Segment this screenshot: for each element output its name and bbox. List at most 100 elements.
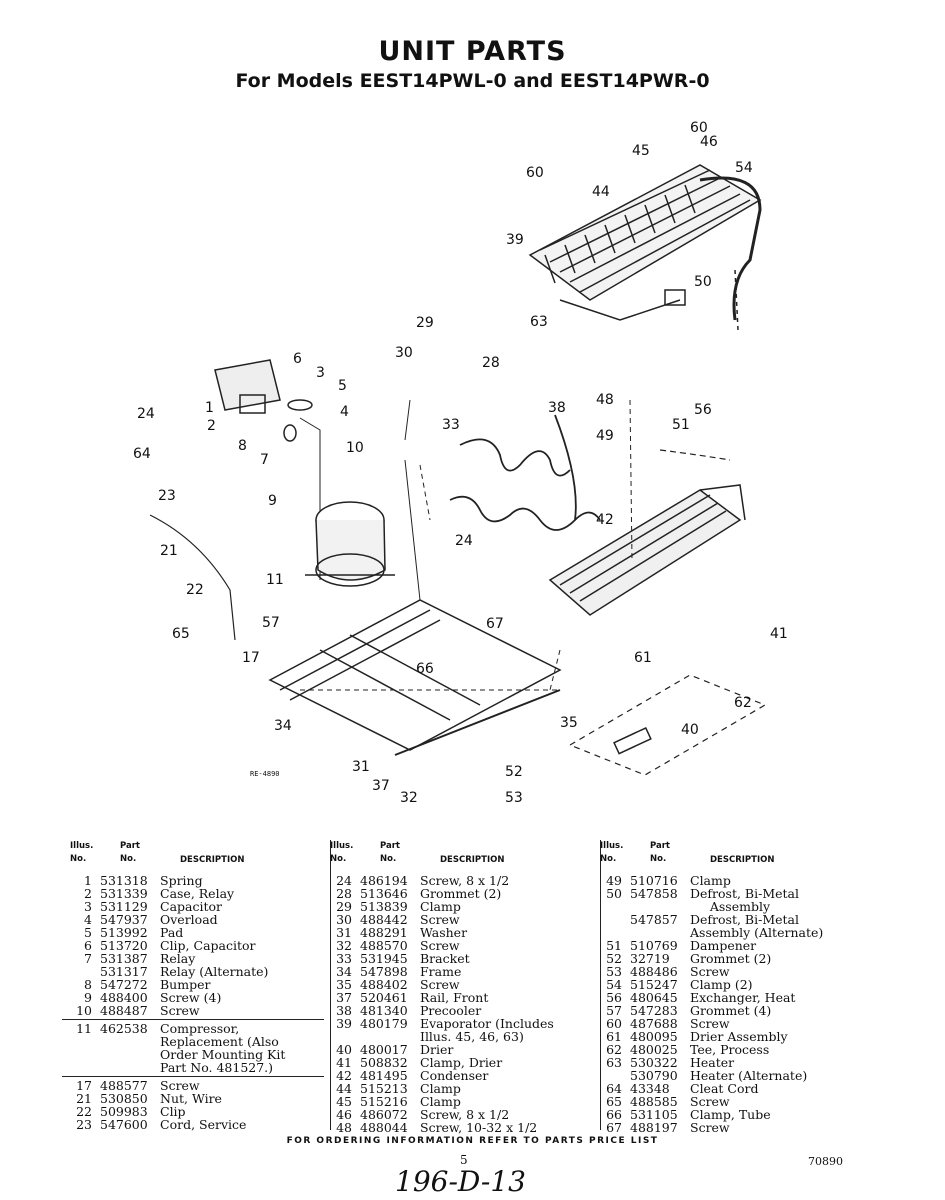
part-description: Capacitor bbox=[160, 899, 222, 914]
part-description: Screw, 10-32 x 1/2 bbox=[420, 1120, 538, 1135]
column-divider bbox=[330, 840, 331, 1130]
callout-65: 65 bbox=[172, 626, 190, 642]
part-number: 531945 bbox=[360, 951, 408, 966]
part-description: Case, Relay bbox=[160, 886, 235, 901]
part-number: 488291 bbox=[360, 925, 408, 940]
illus-number: 53 bbox=[606, 964, 622, 979]
ordering-note: FOR ORDERING INFORMATION REFER TO PARTS … bbox=[286, 1136, 659, 1146]
part-description: Screw bbox=[420, 938, 460, 953]
callout-51: 51 bbox=[672, 417, 690, 433]
part-number: 487688 bbox=[630, 1016, 678, 1031]
part-description: Relay (Alternate) bbox=[160, 964, 269, 979]
callout-40: 40 bbox=[681, 722, 699, 738]
callout-24b: 24 bbox=[455, 533, 473, 549]
page-title: UNIT PARTS bbox=[378, 36, 567, 67]
part-number: 480179 bbox=[360, 1016, 408, 1031]
callout-53: 53 bbox=[505, 790, 523, 806]
part-description: Grommet (2) bbox=[690, 951, 772, 966]
illus-number: 34 bbox=[336, 964, 352, 979]
callout-6: 6 bbox=[293, 351, 302, 367]
illus-number: 44 bbox=[336, 1081, 352, 1096]
illus-number: 1 bbox=[84, 873, 92, 888]
part-number: 488044 bbox=[360, 1120, 408, 1135]
callout-29: 29 bbox=[416, 315, 434, 331]
callout-9: 9 bbox=[268, 493, 277, 509]
table-header: Illus. No.Part No.DESCRIPTION bbox=[62, 838, 324, 874]
callout-54: 54 bbox=[735, 160, 753, 176]
part-number: 486194 bbox=[360, 873, 408, 888]
part-description: Exchanger, Heat bbox=[690, 990, 796, 1005]
callout-44: 44 bbox=[592, 184, 610, 200]
condenser-drawing bbox=[548, 484, 746, 616]
row-separator bbox=[62, 1019, 324, 1020]
part-description: Frame bbox=[420, 964, 462, 979]
illus-number: 22 bbox=[76, 1104, 92, 1119]
part-description: Screw bbox=[690, 1094, 730, 1109]
callout-37: 37 bbox=[372, 778, 390, 794]
callout-32: 32 bbox=[400, 790, 418, 806]
callout-11: 11 bbox=[266, 572, 284, 588]
part-number: 32719 bbox=[630, 951, 670, 966]
callout-63: 63 bbox=[530, 314, 548, 330]
part-number: 515216 bbox=[360, 1094, 408, 1109]
part-description: Drier bbox=[420, 1042, 454, 1057]
illus-number: 39 bbox=[336, 1016, 352, 1031]
part-description: Defrost, Bi-Metal Assembly bbox=[690, 886, 800, 914]
part-number: 480095 bbox=[630, 1029, 678, 1044]
illus-header: Illus. No. bbox=[70, 841, 94, 864]
callout-64: 64 bbox=[133, 446, 151, 462]
illus-number: 4 bbox=[84, 912, 92, 927]
part-number: 480025 bbox=[630, 1042, 678, 1057]
callout-38: 38 bbox=[548, 400, 566, 416]
illus-number: 28 bbox=[336, 886, 352, 901]
part-number: 531129 bbox=[100, 899, 148, 914]
callout-24a: 24 bbox=[137, 406, 155, 422]
part-number: 531318 bbox=[100, 873, 148, 888]
diagram-code: RE-4890 bbox=[250, 770, 280, 778]
part-number: 513839 bbox=[360, 899, 408, 914]
illus-number: 56 bbox=[606, 990, 622, 1005]
part-header: Part No. bbox=[650, 841, 670, 864]
illus-number: 11 bbox=[76, 1021, 92, 1036]
callout-46: 46 bbox=[700, 134, 718, 150]
callout-2: 2 bbox=[207, 418, 216, 434]
part-number: 547937 bbox=[100, 912, 148, 927]
illus-number: 32 bbox=[336, 938, 352, 953]
illus-number: 31 bbox=[336, 925, 352, 940]
part-description: Grommet (4) bbox=[690, 1003, 772, 1018]
callout-10: 10 bbox=[346, 440, 364, 456]
part-description: Precooler bbox=[420, 1003, 482, 1018]
part-number: 488402 bbox=[360, 977, 408, 992]
part-description: Clamp bbox=[420, 1081, 461, 1096]
illus-number: 21 bbox=[76, 1091, 92, 1106]
table-header: Illus. No.Part No.DESCRIPTION bbox=[592, 838, 852, 874]
illus-number: 54 bbox=[606, 977, 622, 992]
part-number: 481495 bbox=[360, 1068, 408, 1083]
illus-number: 63 bbox=[606, 1055, 622, 1070]
illus-number: 37 bbox=[336, 990, 352, 1005]
callout-23: 23 bbox=[158, 488, 176, 504]
part-number: 462538 bbox=[100, 1021, 148, 1036]
part-description: Clip, Capacitor bbox=[160, 938, 256, 953]
part-description: Screw bbox=[420, 912, 460, 927]
part-number: 513992 bbox=[100, 925, 148, 940]
callout-45: 45 bbox=[632, 143, 650, 159]
illus-number: 29 bbox=[336, 899, 352, 914]
callout-17: 17 bbox=[242, 650, 260, 666]
illus-number: 17 bbox=[76, 1078, 92, 1093]
